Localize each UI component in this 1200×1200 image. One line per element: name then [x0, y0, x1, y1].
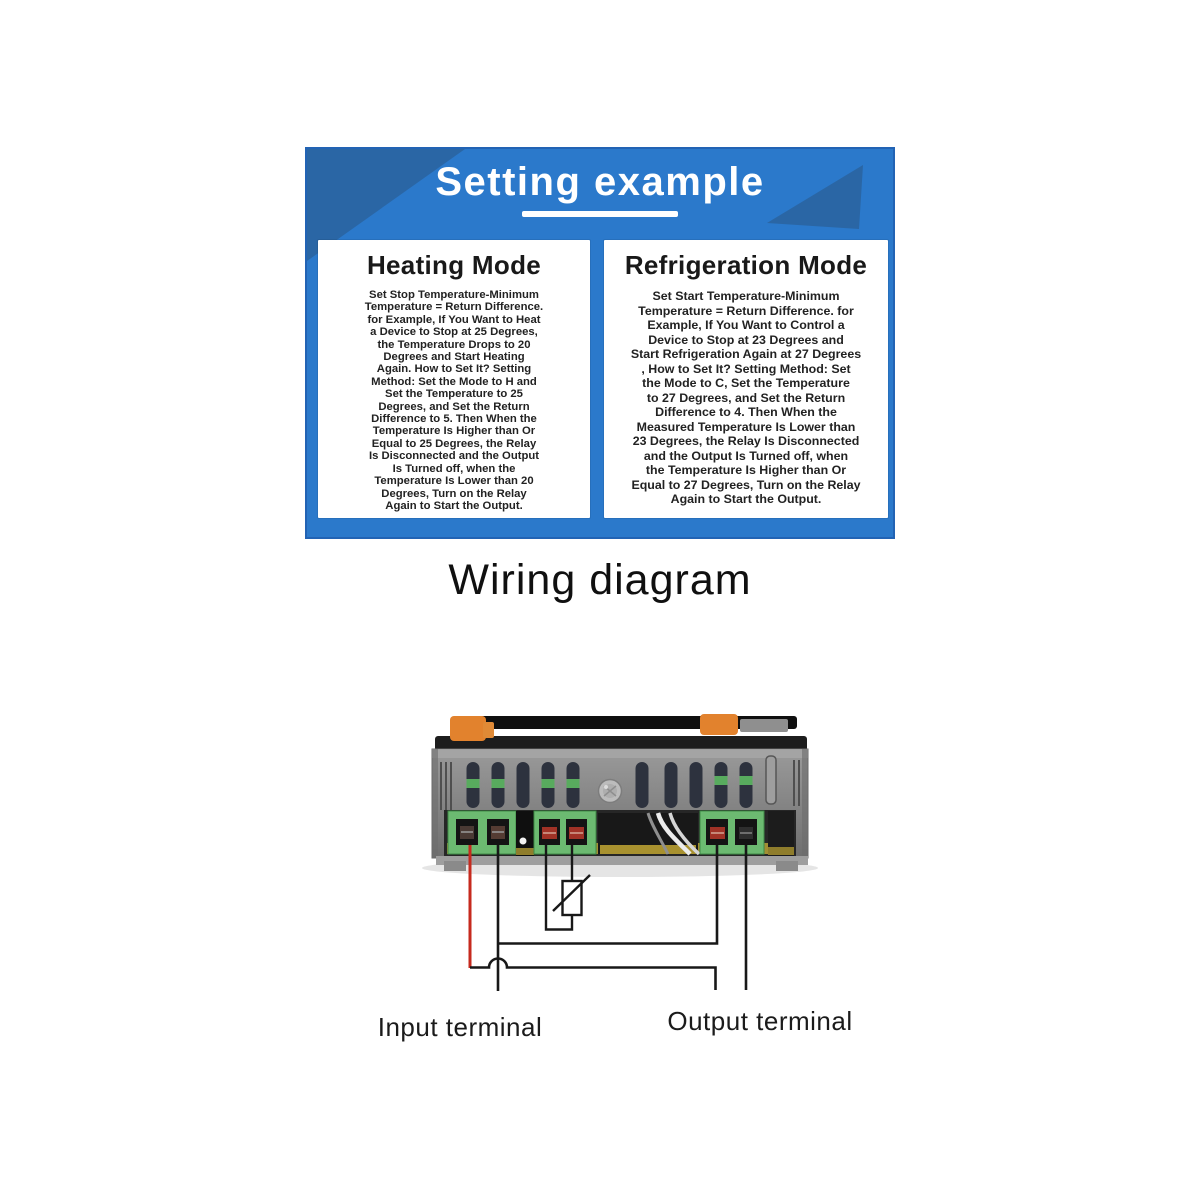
heating-mode-card: Heating Mode Set Stop Temperature-Minimu…	[318, 240, 590, 518]
device-top-lip	[432, 749, 808, 758]
input-terminal-label: Input terminal	[377, 1012, 543, 1042]
wire-tip	[519, 837, 527, 845]
sensor-terminal-block	[533, 810, 597, 855]
output-terminal-label: Output terminal	[667, 1006, 853, 1036]
device-bottom-lip	[436, 856, 808, 871]
vent-slots	[466, 762, 753, 808]
green-through-slots	[466, 776, 753, 788]
terminal-gap	[516, 811, 534, 856]
power-cables	[435, 714, 807, 751]
wiring-diagram-figure	[422, 714, 818, 991]
orange-cap-right-icon	[700, 714, 738, 735]
orange-cap-left-small-icon	[483, 722, 494, 738]
input-terminal-block	[447, 810, 517, 855]
setting-panel: Setting example Heating Mode Set Stop Te…	[305, 147, 895, 539]
right-opening-pcb	[768, 847, 794, 855]
refrigeration-card-body: Set Start Temperature-Minimum Temperatur…	[630, 289, 862, 506]
white-internal-wire	[655, 812, 692, 856]
title-underline	[522, 211, 678, 217]
orange-cap-left-icon	[450, 716, 486, 741]
relay-bus-line	[498, 845, 719, 945]
mounting-screw-icon	[597, 778, 623, 804]
device-left-edge	[432, 749, 438, 858]
output-terminal-block	[699, 810, 765, 855]
refrigeration-mode-card: Refrigeration Mode Set Start Temperature…	[604, 240, 888, 518]
schematic-wires	[468, 845, 748, 991]
cable-lower	[435, 736, 807, 751]
heating-card-body: Set Stop Temperature-Minimum Temperature…	[364, 289, 544, 512]
internal-wires-opening	[598, 812, 701, 856]
bus-line-with-hop	[470, 957, 717, 990]
wiring-diagram-title: Wiring diagram	[448, 556, 752, 604]
sensor-wires	[544, 845, 591, 931]
narrow-vent	[765, 755, 777, 805]
cable-end-gray	[740, 719, 788, 732]
panel-title: Setting example	[435, 160, 765, 204]
refrigeration-card-heading: Refrigeration Mode	[624, 250, 868, 280]
heating-card-heading: Heating Mode	[366, 250, 542, 280]
side-vent-slits	[440, 760, 800, 810]
device-right-edge	[802, 749, 808, 858]
